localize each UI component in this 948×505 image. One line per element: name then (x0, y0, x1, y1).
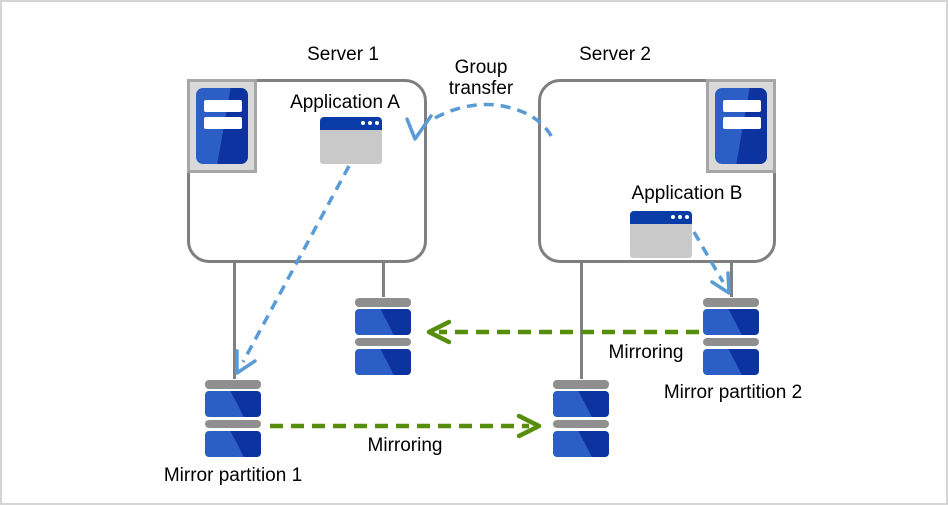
application-b-window-icon (630, 211, 692, 258)
mirror-partition2-disk-icon (703, 298, 759, 375)
mirror-partition2-label: Mirror partition 2 (663, 382, 803, 403)
application-a-label: Application A (290, 92, 400, 113)
application-a-window-icon (320, 117, 382, 164)
mirroring-arrow-bottom-head (516, 413, 542, 439)
group-transfer-arrow (434, 102, 555, 140)
server1-icon (187, 79, 257, 173)
server2-disk-icon (553, 380, 609, 457)
group-transfer-label: Group transfer (448, 57, 514, 99)
server1-label: Server 1 (307, 44, 379, 65)
mirroring-bottom-label: Mirroring (367, 435, 443, 456)
server-tower-icon (715, 88, 767, 164)
server1-disk-icon (355, 298, 411, 375)
server2-label: Server 2 (579, 44, 651, 65)
mirroring-top-label: Mirroring (608, 342, 684, 363)
server2-icon (706, 79, 776, 173)
server-tower-icon (196, 88, 248, 164)
mirror-partition1-disk-icon (205, 380, 261, 457)
application-b-label: Application B (631, 183, 743, 204)
application-a-arrow-head (235, 349, 257, 375)
mirroring-arrow-top-head (426, 319, 452, 345)
application-b-arrow-head (710, 271, 731, 295)
mirror-partition1-label: Mirror partition 1 (163, 465, 303, 486)
